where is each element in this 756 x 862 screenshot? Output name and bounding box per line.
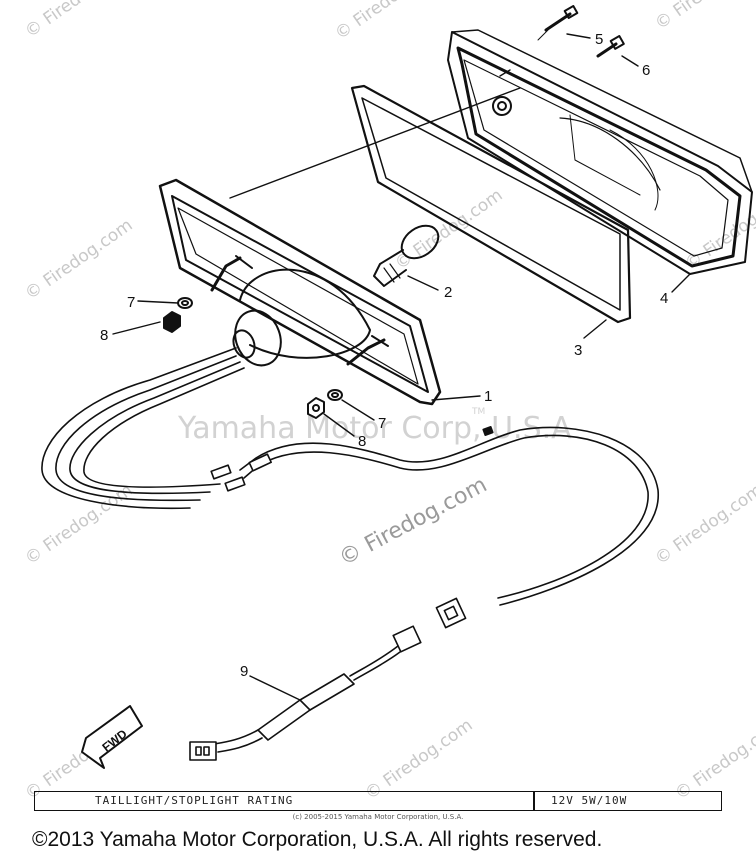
leader-lines (112, 33, 691, 701)
callout-7-lower: 7 (378, 415, 386, 432)
rating-value: 12V 5W/10W (551, 794, 628, 807)
callout-8-upper: 8 (100, 327, 108, 344)
watermark-tile: © Firedog.com (391, 185, 506, 274)
callout-1: 1 (484, 388, 492, 405)
part-5-screw (537, 5, 579, 41)
rating-label: TAILLIGHT/STOPLIGHT RATING (95, 794, 294, 807)
callout-7-upper: 7 (127, 294, 135, 311)
part-4-lens-housing (447, 29, 753, 275)
callout-labels: 1 2 3 4 5 6 7 7 8 8 9 (100, 31, 668, 680)
watermark-center: © Firedog.com (335, 472, 491, 571)
rating-divider (533, 792, 535, 810)
callout-2: 2 (444, 284, 452, 301)
main-cable (210, 426, 659, 629)
part-6-screw (596, 35, 625, 58)
watermark-tile: © Firedog.com (21, 480, 136, 569)
part-3-gasket (350, 84, 632, 324)
watermark-main: Yamaha Motor Corp, U.S.A (177, 411, 572, 446)
copyright-small-notice: (c) 2005-2015 Yamaha Motor Corporation, … (292, 813, 464, 821)
watermark-tile: © Firedog.com (651, 480, 756, 569)
rating-bar: TAILLIGHT/STOPLIGHT RATING 12V 5W/10W (34, 791, 722, 811)
part-8-nut-upper (163, 311, 181, 333)
callout-9: 9 (240, 663, 248, 680)
copyright-notice: ©2013 Yamaha Motor Corporation, U.S.A. A… (32, 828, 603, 851)
part-8-nut-lower (307, 397, 325, 419)
callout-5: 5 (595, 31, 603, 48)
callout-8-lower: 8 (358, 433, 366, 450)
part-1-base-plate (158, 178, 442, 406)
watermark-tile: © Firedog.com (21, 0, 136, 42)
light-wiring (41, 347, 245, 510)
watermark-tm: TM (471, 407, 485, 417)
part-7-washer-lower (327, 389, 343, 401)
watermark-tiles: © Firedog.com © Firedog.com © Firedog.co… (21, 0, 756, 804)
part-2-bulb (373, 224, 440, 287)
fwd-arrow (81, 705, 143, 769)
watermark-tile: © Firedog.com (651, 0, 756, 34)
part-7-washer-upper (177, 297, 193, 309)
part-9-harness (189, 625, 422, 761)
watermark-tile: © Firedog.com (331, 0, 446, 44)
callout-3: 3 (574, 342, 582, 359)
watermark-tile: © Firedog.com (21, 215, 136, 304)
callout-6: 6 (642, 62, 650, 79)
callout-4: 4 (660, 290, 668, 307)
